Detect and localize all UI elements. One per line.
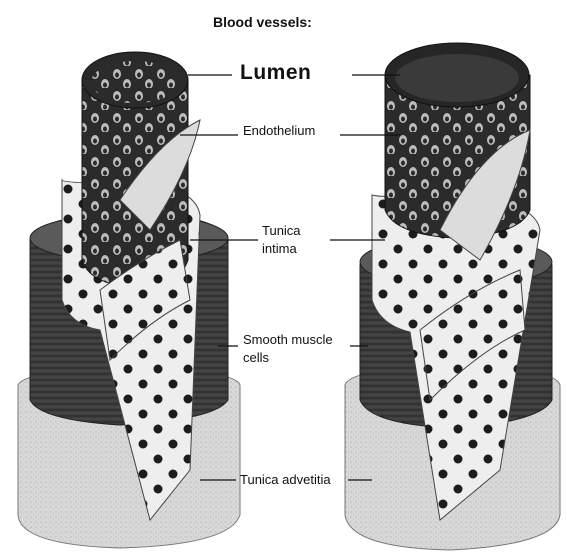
- label-smooth-muscle-line2: cells: [243, 349, 333, 367]
- label-smooth-muscle: Smooth muscle cells: [243, 331, 333, 367]
- label-tunica-intima: Tunica intima: [262, 222, 301, 258]
- label-lumen: Lumen: [240, 61, 311, 85]
- left-vessel: [18, 52, 240, 548]
- label-tunica-intima-line1: Tunica: [262, 222, 301, 240]
- label-endothelium: Endothelium: [243, 123, 315, 138]
- right-vessel: [345, 43, 560, 550]
- diagram-title: Blood vessels:: [213, 14, 312, 30]
- label-tunica-intima-line2: intima: [262, 240, 301, 258]
- label-smooth-muscle-line1: Smooth muscle: [243, 331, 333, 349]
- label-tunica-adventitia: Tunica advetitia: [240, 472, 331, 487]
